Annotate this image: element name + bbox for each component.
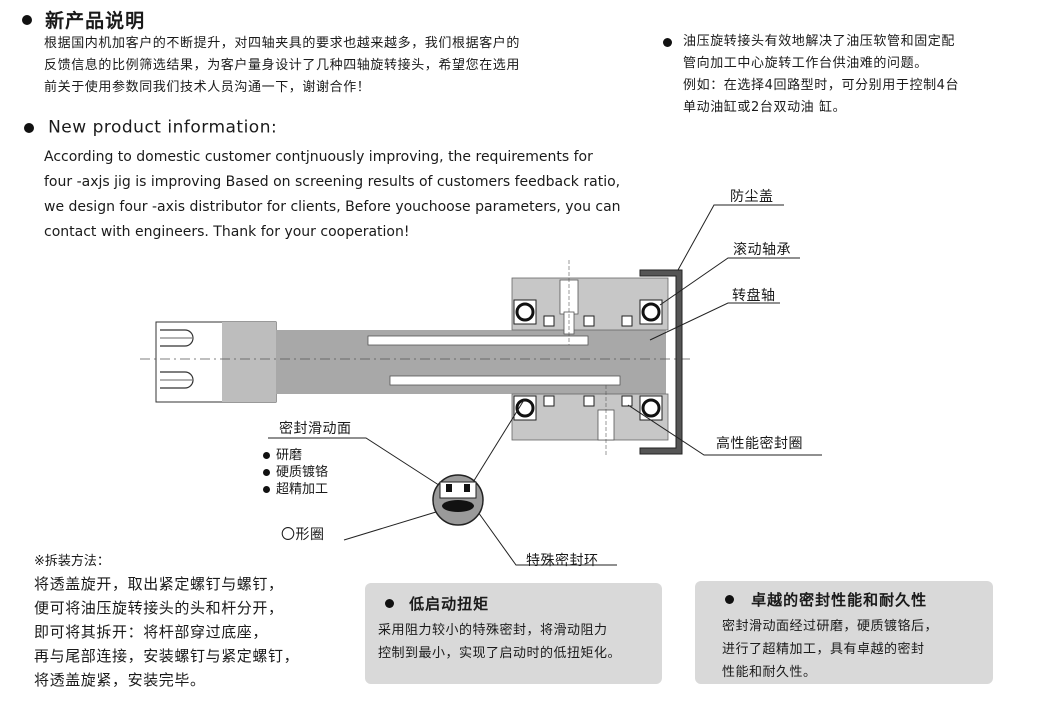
label-special-seal-ring: 特殊密封环 bbox=[526, 553, 599, 569]
feature-text-line: 采用阻力较小的特殊密封，将滑动阻力 bbox=[378, 623, 608, 638]
disassembly-line: 便可将油压旋转接头的头和杆分开， bbox=[34, 599, 284, 617]
cn-section-title: 新产品说明 bbox=[45, 10, 146, 32]
en-paragraph-line: contact with engineers. Thank for your c… bbox=[44, 224, 410, 240]
en-paragraph-line: four -axjs jig is improving Based on scr… bbox=[44, 174, 621, 190]
en-paragraph-line: we design four -axis distributor for cli… bbox=[44, 199, 621, 215]
disassembly-steps: 将透盖旋开，取出紧定螺钉与螺钉， 便可将油压旋转接头的头和杆分开， 即可将其拆开… bbox=[34, 572, 299, 692]
seal-rings bbox=[543, 315, 633, 407]
feature-text-line: 控制到最小，实现了启动时的低扭矩化。 bbox=[378, 646, 622, 661]
disassembly-line: 再与尾部连接，安装螺钉与紧定螺钉， bbox=[34, 647, 300, 665]
turntable-shaft bbox=[276, 330, 666, 394]
surface-item: 超精加工 bbox=[263, 481, 328, 498]
cn-heading-row: 新产品说明 bbox=[22, 6, 145, 33]
label-seal-sliding-surface: 密封滑动面 bbox=[279, 421, 352, 437]
cn-paragraph-line: 前关于使用参数同我们技术人员沟通一下，谢谢合作！ bbox=[44, 80, 371, 95]
dust-cover bbox=[639, 269, 683, 455]
cn-paragraph: 根据国内机加客户的不断提升，对四轴夹具的要求也越来越多，我们根据客户的 反馈信息… bbox=[44, 33, 624, 99]
en-section-title: New product information: bbox=[48, 117, 278, 138]
disassembly-line: 即可将其拆开：将杆部穿过底座， bbox=[34, 623, 269, 641]
bullet-icon bbox=[725, 595, 734, 604]
surface-treatment-list: 研磨 硬质镀铬 超精加工 bbox=[263, 447, 328, 498]
right-note-line: 油压旋转接头有效地解决了油压软管和固定配 bbox=[683, 34, 956, 49]
right-note-line: 例如：在选择4回路型时，可分别用于控制4台 bbox=[683, 78, 960, 93]
feature-text-line: 进行了超精加工，具有卓越的密封 bbox=[722, 642, 925, 657]
surface-item: 研磨 bbox=[263, 447, 328, 464]
bullet-icon bbox=[385, 599, 394, 608]
en-paragraph-line: According to domestic customer contjnuou… bbox=[44, 149, 593, 165]
feature-text-line: 密封滑动面经过研磨，硬质镀铬后， bbox=[722, 619, 939, 634]
bullet-icon bbox=[263, 469, 270, 476]
bullet-icon bbox=[663, 38, 672, 47]
feature-text: 密封滑动面经过研磨，硬质镀铬后， 进行了超精加工，具有卓越的密封 性能和耐久性。 bbox=[722, 615, 982, 684]
leader-lines bbox=[268, 204, 822, 566]
label-dust-cover: 防尘盖 bbox=[730, 189, 774, 205]
feature-text: 采用阻力较小的特殊密封，将滑动阻力 控制到最小，实现了启动时的低扭矩化。 bbox=[378, 619, 658, 665]
right-note: 油压旋转接头有效地解决了油压软管和固定配 管向加工中心旋转工作台供油难的问题。 … bbox=[683, 31, 1023, 119]
disassembly-title: ※拆装方法： bbox=[34, 554, 110, 569]
feature-title-row: 卓越的密封性能和耐久性 bbox=[725, 589, 927, 610]
rolling-bearing bbox=[513, 299, 663, 421]
feature-title-row: 低启动扭矩 bbox=[385, 593, 489, 614]
right-note-line: 管向加工中心旋转工作台供油难的问题。 bbox=[683, 56, 928, 71]
feature-title: 低启动扭矩 bbox=[409, 595, 490, 613]
feature-text-line: 性能和耐久性。 bbox=[722, 665, 817, 680]
disassembly-line: 将透盖旋开，取出紧定螺钉与螺钉， bbox=[34, 575, 284, 593]
bullet-icon bbox=[24, 122, 34, 133]
en-paragraph: According to domestic customer contjnuou… bbox=[44, 145, 644, 245]
seal-detail-magnifier bbox=[432, 474, 484, 526]
en-heading-row: New product information: bbox=[24, 117, 277, 138]
bullet-icon bbox=[263, 486, 270, 493]
surface-item: 硬质镀铬 bbox=[263, 464, 328, 481]
feature-box-sealing: 卓越的密封性能和耐久性 密封滑动面经过研磨，硬质镀铬后， 进行了超精加工，具有卓… bbox=[695, 581, 993, 684]
label-o-ring: 〇形圈 bbox=[281, 527, 325, 543]
bullet-icon bbox=[263, 452, 270, 459]
right-note-line: 单动油缸或2台双动油 缸。 bbox=[683, 100, 847, 115]
bullet-icon bbox=[22, 14, 32, 25]
label-high-perf-seal: 高性能密封圈 bbox=[716, 436, 803, 452]
label-rolling-bearing: 滚动轴承 bbox=[733, 242, 791, 258]
cn-paragraph-line: 反馈信息的比例筛选结果，为客户量身设计了几种四轴旋转接头，希望您在选用 bbox=[44, 58, 521, 73]
feature-title: 卓越的密封性能和耐久性 bbox=[751, 591, 928, 609]
label-turntable-shaft: 转盘轴 bbox=[732, 288, 776, 304]
feature-box-low-torque: 低启动扭矩 采用阻力较小的特殊密封，将滑动阻力 控制到最小，实现了启动时的低扭矩… bbox=[365, 583, 662, 684]
connector-head bbox=[155, 321, 277, 403]
cn-paragraph-line: 根据国内机加客户的不断提升，对四轴夹具的要求也越来越多，我们根据客户的 bbox=[44, 36, 521, 51]
disassembly-line: 将透盖旋紧，安装完毕。 bbox=[34, 671, 206, 689]
